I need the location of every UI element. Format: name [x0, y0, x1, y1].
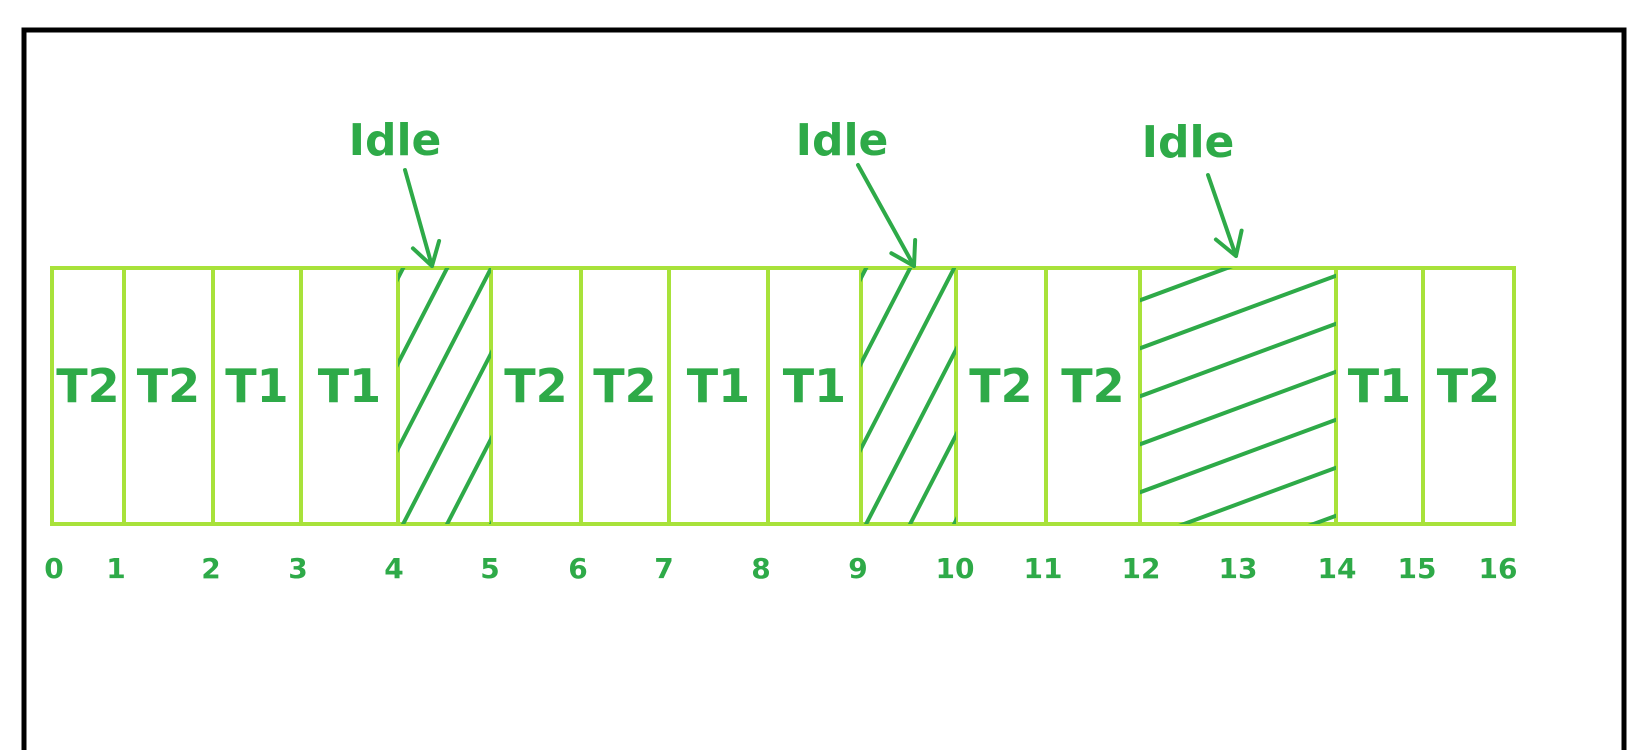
- task-label: T2: [1437, 359, 1500, 413]
- idle-annotation: Idle: [1142, 117, 1244, 258]
- hatch-line: [1140, 268, 1233, 303]
- idle-annotation: Idle: [349, 115, 442, 268]
- hatch-line: [488, 519, 491, 524]
- time-tick-label: 14: [1318, 552, 1357, 585]
- idle-arrow-shaft: [856, 163, 916, 268]
- task-label: T2: [593, 359, 656, 413]
- time-tick-label: 15: [1398, 552, 1437, 585]
- hatch-line: [398, 268, 491, 454]
- task-label: T1: [687, 359, 750, 413]
- task-label: T2: [56, 359, 119, 413]
- hatch-line: [1140, 417, 1336, 495]
- time-tick-label: 16: [1479, 552, 1518, 585]
- time-tick-label: 7: [654, 552, 673, 585]
- time-tick-label: 6: [568, 552, 587, 585]
- time-tick-label: 8: [751, 552, 770, 585]
- idle-arrow-head: [1213, 228, 1244, 258]
- time-tick-label: 13: [1219, 552, 1258, 585]
- idle-arrow-head: [410, 238, 442, 268]
- idle-hatch-block: [861, 268, 956, 524]
- task-labels: T2 T2 T1 T1 T2 T2 T1 T1 T2 T2 T1 T2: [56, 359, 1500, 413]
- hatch-line: [1140, 369, 1336, 447]
- task-label: T1: [225, 359, 288, 413]
- idle-annotation: Idle: [796, 115, 918, 268]
- time-tick-label: 0: [44, 552, 63, 585]
- task-label: T2: [137, 359, 200, 413]
- hatch-line: [398, 268, 450, 368]
- diagram-frame: [21, 27, 1627, 750]
- time-tick-label: 12: [1122, 552, 1161, 585]
- idle-hatching: [398, 88, 1336, 534]
- task-label: T2: [1061, 359, 1124, 413]
- gantt-outline: [50, 266, 1516, 526]
- idle-hatch-block: [1140, 268, 1336, 524]
- task-label: T1: [783, 359, 846, 413]
- idle-arrow-shaft: [1206, 173, 1238, 258]
- hatch-line: [530, 88, 760, 534]
- time-tick-label: 3: [288, 552, 307, 585]
- idle-label: Idle: [1142, 117, 1235, 168]
- hatch-line: [1140, 321, 1336, 399]
- idle-annotations: Idle Idle Idle: [349, 115, 1244, 268]
- hatch-line: [400, 349, 491, 524]
- time-tick-label: 2: [201, 552, 220, 585]
- idle-arrow-shaft: [403, 168, 434, 268]
- hatch-line: [907, 430, 956, 524]
- time-tick-label: 5: [480, 552, 499, 585]
- idle-arrow-head: [889, 238, 918, 268]
- time-tick-label: 1: [106, 552, 125, 585]
- task-label: T1: [318, 359, 381, 413]
- task-label: T2: [504, 359, 567, 413]
- time-tick-label: 4: [384, 552, 403, 585]
- time-tick-label: 11: [1024, 552, 1063, 585]
- hatch-line: [1140, 273, 1336, 351]
- idle-label: Idle: [349, 115, 442, 166]
- hatch-line: [1178, 465, 1336, 524]
- time-tick-label: 9: [848, 552, 867, 585]
- idle-label: Idle: [796, 115, 889, 166]
- idle-hatch-block: [398, 88, 760, 534]
- time-tick-label: 10: [936, 552, 975, 585]
- task-label: T1: [1348, 359, 1411, 413]
- task-label: T2: [969, 359, 1032, 413]
- hatch-line: [861, 268, 956, 454]
- hatch-line: [863, 345, 956, 524]
- hatch-line: [444, 434, 491, 524]
- hatch-line: [861, 268, 913, 368]
